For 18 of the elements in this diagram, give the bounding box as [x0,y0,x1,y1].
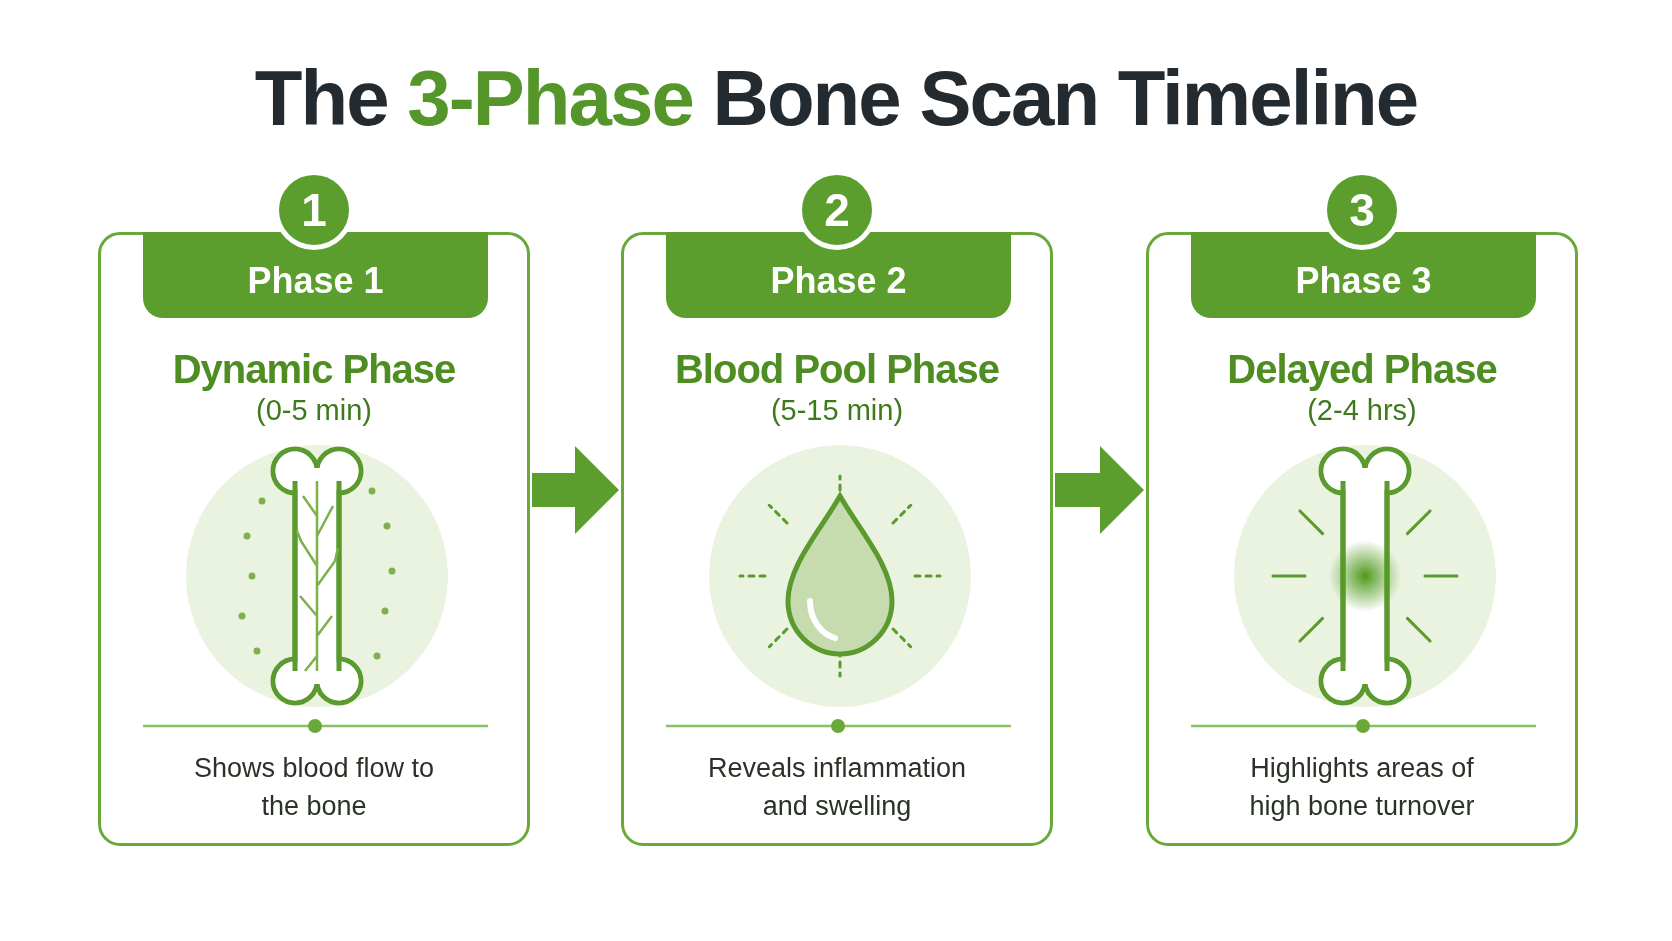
description-text: Reveals inflammation and swelling [706,752,968,823]
arrow [532,446,619,534]
phase-card [1146,232,1578,846]
title: The 3-Phase Bone Scan Timeline [253,53,1419,144]
phase-title: Blood Pool Phase [673,346,1000,393]
phase-title: Dynamic Phase [171,346,457,393]
duration-text: (2-4 hrs) [1306,393,1418,428]
duration-text: (0-5 min) [255,393,373,428]
phase-header: Phase 2 [666,232,1011,318]
phase-title: Delayed Phase [1226,346,1498,393]
phase-header: Phase 1 [143,232,488,318]
phase-card [98,232,530,846]
description-text: Highlights areas of high bone turnover [1248,752,1476,823]
arrow [1055,446,1144,534]
description-text: Shows blood flow to the bone [192,752,436,823]
phase-card [621,232,1053,846]
phase-header: Phase 3 [1191,232,1536,318]
duration-text: (5-15 min) [769,393,905,428]
